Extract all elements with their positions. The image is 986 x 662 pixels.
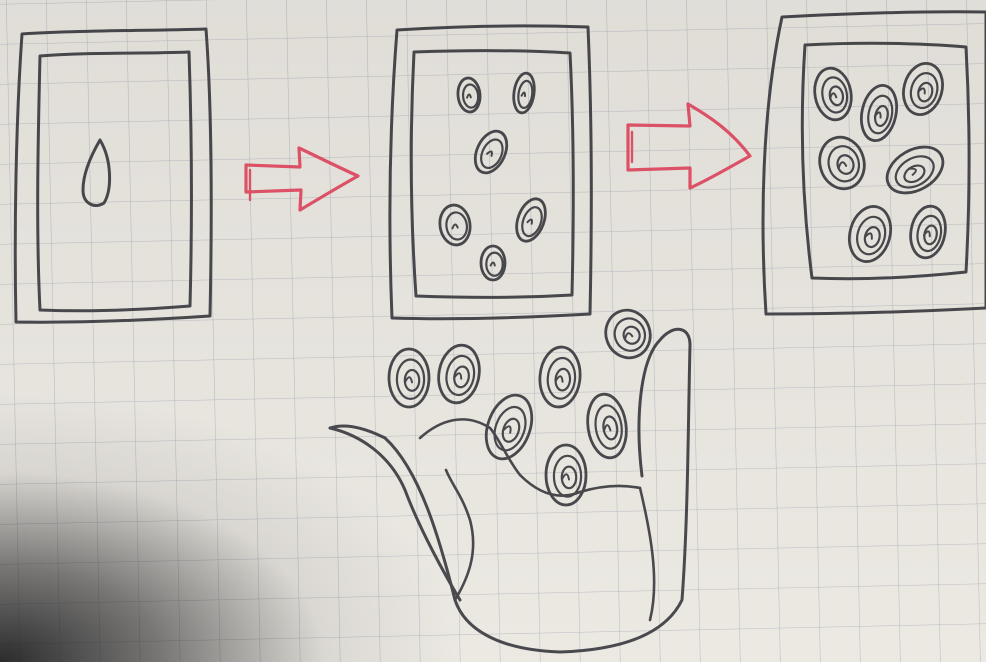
paper-shadow — [0, 300, 620, 662]
